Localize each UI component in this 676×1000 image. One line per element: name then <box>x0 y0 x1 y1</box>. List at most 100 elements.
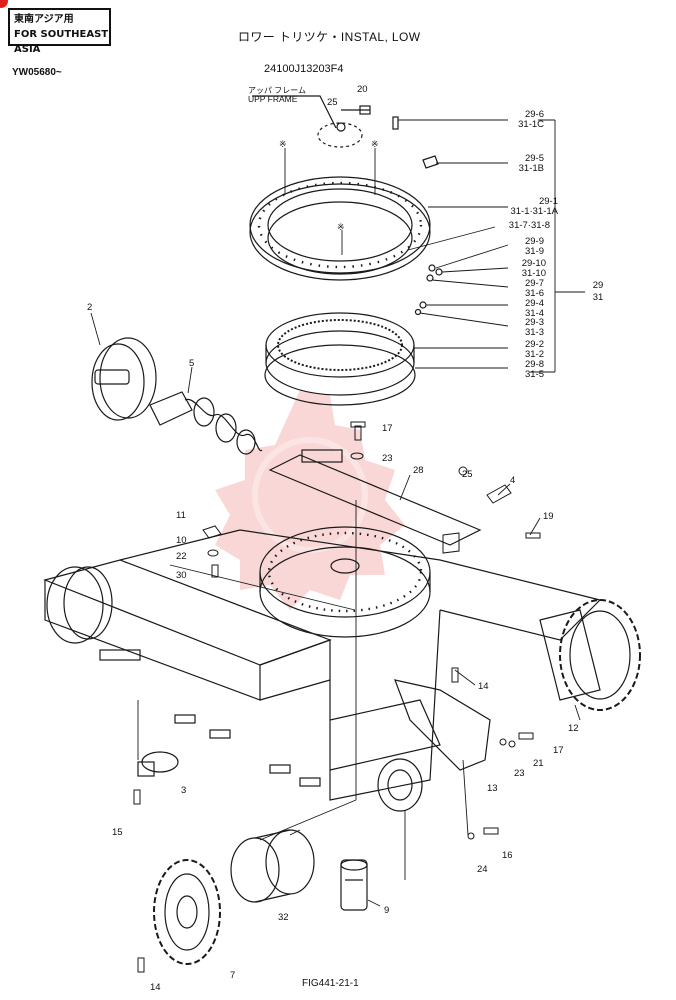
idler-wheel <box>91 337 157 421</box>
group-label-b: 31 <box>592 292 604 303</box>
part-29-5 <box>422 155 439 169</box>
part-label-20: 20 <box>357 84 368 95</box>
leader-lines <box>90 119 585 907</box>
star-marker-1: ※ <box>279 139 287 149</box>
part-label-2: 2 <box>87 302 93 313</box>
region-label-jp: 東南アジア用 <box>14 14 74 25</box>
callout-id: 29-3 <box>524 317 544 328</box>
cover-bracket <box>301 449 343 463</box>
part-label-21: 21 <box>533 758 544 769</box>
callout-sub: 31-3 <box>524 327 544 338</box>
internal-gear <box>264 312 416 406</box>
callout-id: 29-6 <box>524 109 544 120</box>
callout-sub: 31-4 <box>524 308 544 319</box>
callout-sub: 31-9 <box>524 246 544 257</box>
callout-29-7: 29-7 31-6 <box>498 279 544 299</box>
group-label-a: 29 <box>592 280 604 291</box>
part-label-14-upper: 14 <box>478 681 489 692</box>
part-label-17-lower: 17 <box>553 745 564 756</box>
callout-29-9: 29-9 31-9 <box>498 237 544 257</box>
callout-sub: 31-1C <box>518 119 544 130</box>
track-rollers <box>99 649 321 787</box>
part-label-11: 11 <box>176 510 186 521</box>
part-label-12: 12 <box>568 723 579 734</box>
part-label-25-upper: 25 <box>327 97 338 108</box>
callout-sub: 31-1B <box>518 163 544 174</box>
callout-29-1: 29-1 31-1·31-1A <box>478 197 558 217</box>
part-label-7: 7 <box>230 970 236 981</box>
bolts <box>133 421 541 973</box>
figure-id: FIG441-21-1 <box>302 978 359 989</box>
callout-id: 29-4 <box>524 298 544 309</box>
track-frame <box>43 529 602 812</box>
part-label-23-lower: 23 <box>514 768 525 779</box>
center-swing-ring <box>259 526 431 638</box>
track-guard <box>394 679 491 771</box>
star-marker-3: ※ <box>337 222 345 232</box>
watermark-logo <box>215 390 405 610</box>
rear-sprocket <box>539 599 641 711</box>
part-label-9: 9 <box>384 905 390 916</box>
recoil-spring <box>149 391 263 455</box>
callout-29-6: 29-6 31-1C <box>498 110 544 130</box>
bolt-20-washer <box>336 122 346 132</box>
callout-31-7: 31-7·31-8 <box>478 221 550 231</box>
part-label-28: 28 <box>413 465 424 476</box>
part-label-32: 32 <box>278 912 289 923</box>
part-label-25-lower: 25 <box>462 469 473 480</box>
part-number: 24100J13203F4 <box>264 63 344 75</box>
callout-29-5: 29-5 31-1B <box>498 154 544 174</box>
upp-frame-label: アッパ フレーム UPP FRAME <box>248 86 306 104</box>
watermark-inner <box>252 437 368 553</box>
callout-sub: 31-10 <box>521 268 546 279</box>
part-label-22: 22 <box>176 551 187 562</box>
front-idler <box>46 566 104 644</box>
callout-29-4: 29-4 31-4 <box>498 299 544 319</box>
upp-frame-label-jp: アッパ フレーム <box>248 86 306 95</box>
part-label-30: 30 <box>176 570 187 581</box>
center-joint <box>340 859 368 911</box>
callout-id: 29-9 <box>524 236 544 247</box>
part-label-19: 19 <box>543 511 554 522</box>
part-label-24: 24 <box>477 864 488 875</box>
region-label-box: 東南アジア用 FOR SOUTHEAST ASIA <box>8 8 111 55</box>
part-29-6 <box>392 116 399 130</box>
cover-plate <box>268 454 482 546</box>
part-label-14-lower: 14 <box>150 982 161 993</box>
swing-bearing-outer <box>249 176 431 281</box>
part-label-4: 4 <box>510 475 516 486</box>
upp-frame-label-en: UPP FRAME <box>248 94 298 104</box>
drive-sprocket <box>153 859 221 965</box>
part-label-3: 3 <box>181 785 187 796</box>
callout-29-2: 29-2 31-2 <box>498 340 544 360</box>
part-label-10: 10 <box>176 535 187 546</box>
group-label-29-31: 29 31 <box>591 281 605 303</box>
serial-range: YW05680~ <box>12 67 62 78</box>
part-label-15: 15 <box>112 827 123 838</box>
part-label-5: 5 <box>189 358 195 369</box>
travel-motor <box>230 829 315 903</box>
part-label-17-upper: 17 <box>382 423 393 434</box>
callout-29-10: 29-10 31-10 <box>498 259 546 279</box>
upper-frame-mount <box>317 122 363 148</box>
callout-id: 29-7 <box>524 278 544 289</box>
star-marker-2: ※ <box>371 139 379 149</box>
callout-id: 29-1 <box>538 196 558 207</box>
callout-id: 29-8 <box>524 359 544 370</box>
callout-sub: 31-6 <box>524 288 544 299</box>
callout-29-8: 29-8 31-5 <box>498 360 544 380</box>
part-label-16: 16 <box>502 850 513 861</box>
callout-id: 29-10 <box>521 258 546 269</box>
callout-sub: 31-2 <box>524 349 544 360</box>
callout-sub: 31-5 <box>524 369 544 380</box>
callout-29-3: 29-3 31-3 <box>498 318 544 338</box>
part-label-13: 13 <box>487 783 498 794</box>
callout-id: 29-5 <box>524 153 544 164</box>
part-label-23-upper: 23 <box>382 453 393 464</box>
region-label-en: FOR SOUTHEAST ASIA <box>14 29 109 55</box>
corner-marker <box>0 0 8 8</box>
page-title: ロワー トリツケ・INSTAL, LOW <box>238 30 421 44</box>
callout-id: 29-2 <box>524 339 544 350</box>
grease-fitting <box>137 751 179 777</box>
